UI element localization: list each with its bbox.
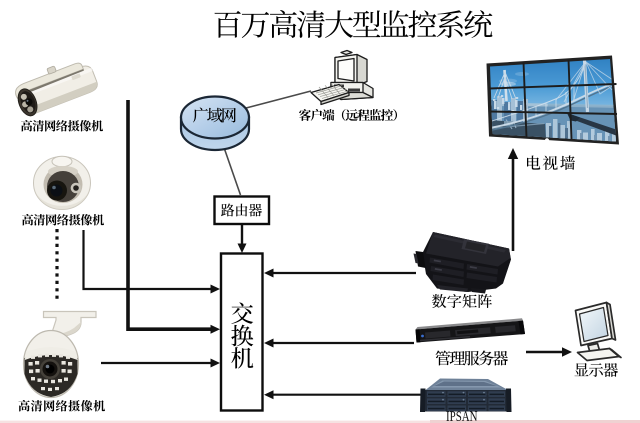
- svg-text:IPSAN: IPSAN: [446, 409, 478, 423]
